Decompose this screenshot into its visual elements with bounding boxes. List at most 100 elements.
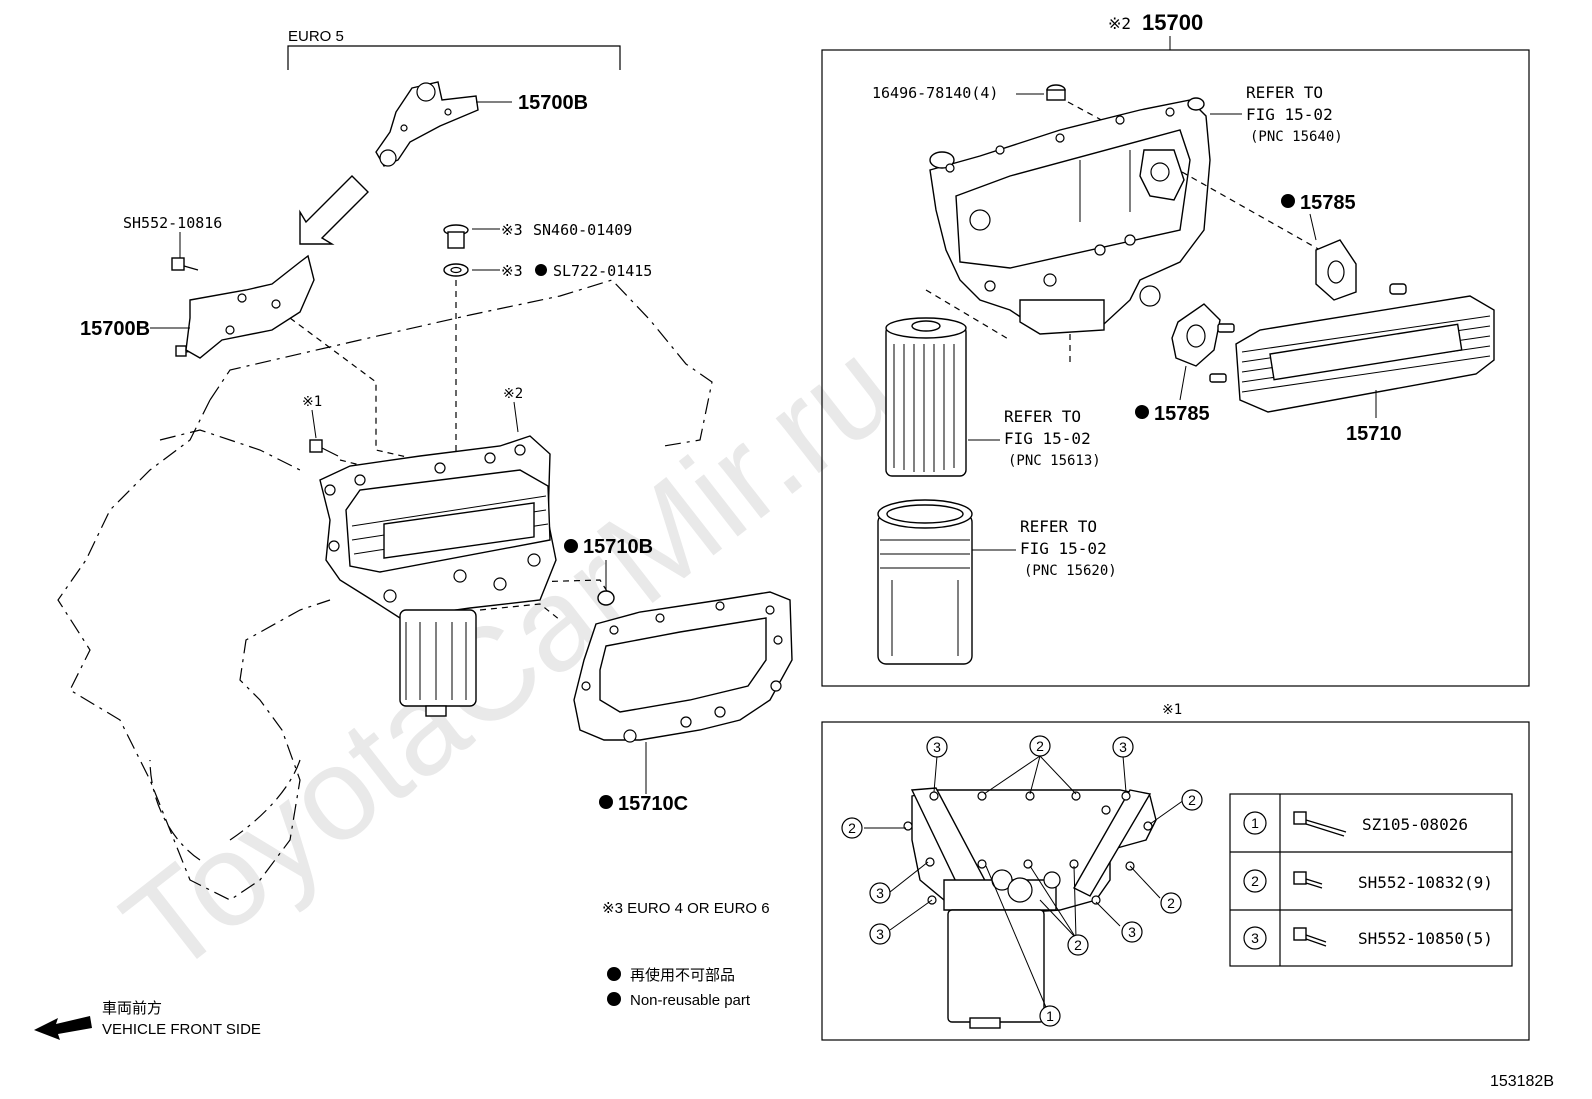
part-15700b-lower: 15700B (80, 318, 150, 340)
part-sn460-01409: SN460-01409 (533, 221, 632, 239)
euro5-bracket-line (287, 45, 621, 70)
svg-text:3: 3 (1128, 924, 1136, 940)
ref2-line3: (PNC 15613) (1008, 453, 1101, 469)
non-reusable-dot-icon (535, 264, 547, 276)
legend-part-3: SH552-10850(5) (1358, 929, 1493, 948)
top-right-panel: ※2 15700 16496-78140(4) (821, 10, 1530, 687)
non-reusable-dot-icon (1281, 194, 1295, 208)
callout-1: 1 (1039, 1005, 1061, 1027)
svg-text:2: 2 (1167, 895, 1175, 911)
mark-1: ※1 (302, 394, 322, 410)
part-15700b-upper: 15700B (518, 92, 588, 114)
gasket-drawing (573, 591, 793, 743)
callout-3: 3 (926, 736, 948, 758)
medium-bolt-icon (1293, 927, 1327, 947)
legend-part-2: SH552-10832(9) (1358, 873, 1493, 892)
cooler-assembly-drawing (319, 435, 557, 717)
callout-lines (864, 755, 1185, 1013)
cooler-15710-drawing (1209, 283, 1495, 413)
svg-text:3: 3 (876, 885, 884, 901)
non-reusable-dot-icon (1135, 405, 1149, 419)
front-label-jp: 車両前方 (102, 1000, 162, 1017)
note-euro: ※3 EURO 4 OR EURO 6 (602, 900, 770, 917)
ref1-line3: (PNC 15640) (1250, 129, 1343, 145)
callout-3: 3 (869, 923, 891, 945)
legend-num-2: 2 (1251, 873, 1259, 889)
callout-3: 3 (1112, 736, 1134, 758)
filter-element-drawing (885, 317, 967, 477)
washer-mark: ※3 (501, 262, 523, 280)
short-bolt-icon (1293, 871, 1323, 889)
part-sh552-10816: SH552-10816 (123, 214, 222, 232)
callout-3: 3 (869, 882, 891, 904)
part-15785-a: 15785 (1300, 192, 1356, 214)
front-arrow-icon (34, 1016, 92, 1040)
legend-num-3: 3 (1251, 930, 1259, 946)
bolt-layout-drawing (903, 787, 1157, 1029)
legend-num-1: 1 (1251, 815, 1259, 831)
callout-3: 3 (1121, 921, 1143, 943)
svg-text:2: 2 (1188, 792, 1196, 808)
ref3-line1: REFER TO (1020, 517, 1097, 536)
part-15710b: 15710B (583, 536, 653, 558)
non-reusable-dot-icon (599, 795, 613, 809)
svg-text:3: 3 (933, 739, 941, 755)
left-panel: EURO 5 15700B SH552-10816 15700B (34, 28, 793, 1040)
bottom-right-panel: ※1 (821, 702, 1530, 1041)
ref2-line1: REFER TO (1004, 407, 1081, 426)
header-part-15700: 15700 (1142, 10, 1203, 35)
callout-circles: 3 2 3 2 2 3 2 3 3 2 1 (841, 735, 1203, 1027)
ref1-line2: FIG 15-02 (1246, 105, 1333, 124)
bracket-upper-drawing (375, 81, 479, 167)
oring-icon (597, 590, 615, 606)
legend-row-2: 2 SH552-10832(9) (1243, 869, 1493, 893)
legend-jp: 再使用不可部品 (630, 967, 735, 984)
svg-text:3: 3 (876, 926, 884, 942)
svg-text:2: 2 (848, 820, 856, 836)
ref1-line1: REFER TO (1246, 83, 1323, 102)
front-label-en: VEHICLE FRONT SIDE (102, 1021, 261, 1038)
legend-en: Non-reusable part (630, 992, 751, 1009)
svg-text:2: 2 (1036, 738, 1044, 754)
part-sl722-01415: SL722-01415 (553, 262, 652, 280)
bolt-legend-table: 1 SZ105-08026 2 SH552-10832(9) (1229, 793, 1513, 967)
part-15710: 15710 (1346, 423, 1402, 445)
euro5-label: EURO 5 (288, 28, 344, 45)
direction-arrow-icon (299, 175, 369, 245)
callout-2: 2 (1029, 735, 1051, 757)
svg-text:2: 2 (1074, 937, 1082, 953)
non-reusable-dot-icon (564, 539, 578, 553)
ref3-line3: (PNC 15620) (1024, 563, 1117, 579)
bolt-icon (309, 439, 339, 457)
part-15710c: 15710C (618, 793, 688, 815)
legend-dot-icon (607, 992, 621, 1006)
long-bolt-icon (1293, 811, 1347, 837)
filter-cap-drawing (877, 499, 973, 665)
callout-2: 2 (1160, 892, 1182, 914)
legend-part-1: SZ105-08026 (1362, 815, 1468, 834)
bracket-lower-drawing (185, 254, 315, 359)
ref2-line2: FIG 15-02 (1004, 429, 1091, 448)
svg-text:3: 3 (1119, 739, 1127, 755)
legend-dot-icon (607, 967, 621, 981)
callout-2: 2 (1067, 934, 1089, 956)
box-15700 (821, 49, 1530, 687)
plug-mark: ※3 (501, 221, 523, 239)
svg-text:1: 1 (1046, 1008, 1054, 1024)
mark-2: ※2 (503, 386, 523, 402)
legend-row-1: 1 SZ105-08026 (1243, 811, 1468, 837)
watermark: ToyotaCarMir.ru (97, 313, 922, 1002)
filter-housing-drawing (929, 97, 1211, 335)
header-mark-2: ※2 (1108, 14, 1131, 33)
header-mark-1: ※1 (1162, 702, 1182, 718)
ref3-line2: FIG 15-02 (1020, 539, 1107, 558)
plug-icon (443, 224, 469, 277)
callout-2: 2 (841, 817, 863, 839)
box-bolt-layout (821, 721, 1530, 1041)
part-16496-78140: 16496-78140(4) (872, 84, 998, 102)
part-15785-b: 15785 (1154, 403, 1210, 425)
legend-row-3: 3 SH552-10850(5) (1243, 926, 1493, 950)
figure-id: 153182B (1490, 1073, 1554, 1090)
callout-2: 2 (1181, 789, 1203, 811)
